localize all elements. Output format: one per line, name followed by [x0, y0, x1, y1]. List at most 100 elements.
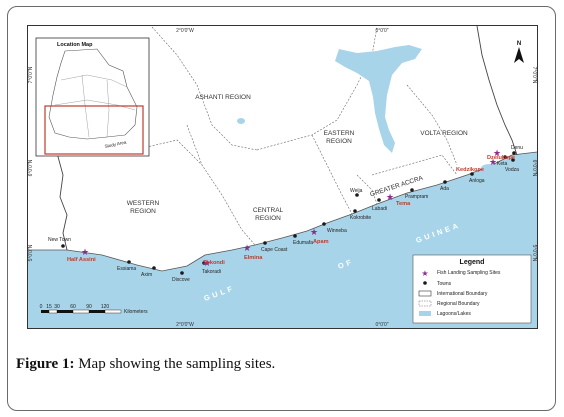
- coord-lon-2-bottom: 0°0'0": [375, 322, 388, 328]
- town-dot: [263, 241, 267, 245]
- town-dot: [503, 155, 507, 159]
- towns: New Town Essiama Axim Dixcove Takoradi C…: [48, 145, 523, 283]
- town-dot: [202, 261, 206, 265]
- town-kokrobite: Kokrobite: [350, 215, 371, 221]
- scale-tick-0: 0: [40, 304, 43, 310]
- town-prampram: Prampram: [405, 194, 428, 200]
- legend-star-icon: ★: [421, 269, 428, 278]
- site-kedzikope: Kedzikope: [456, 167, 484, 173]
- site-star: ★: [310, 227, 318, 237]
- town-axim: Axim: [141, 272, 152, 278]
- legend-item-lagoons: Lagoons/Lakes: [437, 311, 471, 317]
- town-dot: [512, 151, 516, 155]
- site-apam: Apam: [313, 239, 329, 245]
- scale-tick-3: 60: [70, 304, 76, 310]
- town-dot: [152, 266, 156, 270]
- site-sekondi: Sekondi: [203, 260, 225, 266]
- caption-text: Map showing the sampling sites.: [74, 356, 276, 372]
- caption-label: Figure 1:: [16, 356, 75, 372]
- coord-lon-2-top: 0°0'0": [375, 28, 388, 34]
- legend-item-sites: Fish Landing Sampling Sites: [437, 270, 501, 276]
- coord-lat-2-right: 6°0'0"N: [531, 160, 537, 177]
- study-area-box: [44, 105, 144, 155]
- figure-frame: [7, 6, 556, 411]
- keta-lagoon: [481, 164, 499, 172]
- coord-lon-1-top: 2°0'0"W: [176, 28, 194, 34]
- legend-item-regional-boundary: Regional Boundary: [437, 301, 480, 307]
- region-volta: VOLTA REGION: [420, 130, 468, 137]
- town-labadi: Labadi: [372, 206, 387, 212]
- coord-lat-3-left: 5°0'0"N: [28, 244, 34, 261]
- scale-bar: 0 15 30 60 90 120 Kilometers: [40, 304, 149, 315]
- legend-town-icon: [423, 281, 427, 285]
- legend-item-intl-boundary: International Boundary: [437, 291, 488, 297]
- town-dot: [355, 193, 359, 197]
- town-dot: [470, 172, 474, 176]
- site-dzelukope: Dzelukope: [487, 155, 515, 161]
- scale-tick-1: 15: [46, 304, 52, 310]
- site-star: ★: [489, 157, 497, 167]
- scale-tick-4: 90: [86, 304, 92, 310]
- town-vodza: Vodza: [505, 167, 519, 173]
- coord-lat-1-left: 7°0'0"N: [28, 66, 34, 83]
- international-boundary-west: [56, 152, 68, 251]
- town-essiama: Essiama: [117, 266, 136, 272]
- coord-lat-1-right: 7°0'0"N: [531, 67, 537, 84]
- region-central-1: CENTRAL: [253, 207, 284, 214]
- town-dot: [410, 188, 414, 192]
- map-figure: Location Map Study Area 2°0'0"W 0°0'0" 2…: [27, 25, 538, 329]
- lake-bosomtwe: [237, 118, 245, 124]
- site-star: ★: [493, 148, 501, 158]
- town-dot: [61, 244, 65, 248]
- town-new-town: New Town: [48, 237, 71, 243]
- town-dot: [377, 198, 381, 202]
- region-western-1: WESTERN: [127, 200, 160, 207]
- site-half-assini: Half Assini: [67, 257, 96, 263]
- site-star: ★: [386, 192, 394, 202]
- map-svg: Location Map Study Area 2°0'0"W 0°0'0" 2…: [27, 25, 538, 329]
- scale-tick-2: 30: [54, 304, 60, 310]
- town-weija: Weija: [350, 188, 363, 194]
- coord-lat-2-left: 6°0'0"N: [28, 159, 34, 176]
- town-winneba: Winneba: [327, 228, 347, 234]
- scale-unit: Kilometers: [124, 309, 148, 315]
- region-eastern-1: EASTERN: [324, 130, 355, 137]
- legend: Legend ★ Fish Landing Sampling Sites Tow…: [412, 254, 532, 324]
- region-western-2: REGION: [130, 208, 156, 215]
- region-ashanti: ASHANTI REGION: [195, 94, 251, 101]
- town-dot: [180, 271, 184, 275]
- sea-area: [28, 152, 537, 328]
- lake-label: VOLTA LAKE: [395, 97, 404, 121]
- town-denu: Denu: [511, 145, 523, 151]
- site-star: ★: [81, 247, 89, 257]
- volta-lake: [335, 45, 422, 153]
- inset-location-map: Location Map Study Area: [35, 37, 150, 157]
- inset-title: Location Map: [57, 42, 93, 48]
- site-elmina: Elmina: [244, 255, 263, 261]
- town-keta: Keta: [497, 161, 508, 167]
- town-dot: [353, 209, 357, 213]
- town-takoradi: Takoradi: [202, 269, 221, 275]
- town-anloga: Anloga: [469, 178, 485, 184]
- town-ada: Ada: [440, 186, 449, 192]
- town-dot: [443, 180, 447, 184]
- region-eastern-2: REGION: [326, 138, 352, 145]
- town-dot: [322, 222, 326, 226]
- coord-lat-3-right: 5°0'0"N: [531, 245, 537, 262]
- legend-title: Legend: [460, 259, 485, 266]
- regional-boundaries: [86, 26, 458, 246]
- town-cape-coast: Cape Coast: [261, 247, 288, 253]
- site-tema: Tema: [396, 201, 411, 207]
- site-star: ★: [243, 243, 251, 253]
- international-boundary-east: [476, 25, 518, 156]
- scale-tick-5: 120: [101, 304, 110, 310]
- town-dot: [127, 260, 131, 264]
- site-star: ★: [203, 258, 211, 268]
- town-dixcove: Dixcove: [172, 277, 190, 283]
- sampling-sites: ★ Half Assini ★ Sekondi ★ Elmina ★ Apam …: [67, 148, 515, 268]
- town-dot: [293, 234, 297, 238]
- north-arrow: N: [514, 41, 524, 63]
- town-edumafa: Edumafa: [293, 240, 313, 246]
- legend-intl-boundary-icon: [418, 290, 432, 297]
- legend-lagoon-icon: [419, 311, 431, 316]
